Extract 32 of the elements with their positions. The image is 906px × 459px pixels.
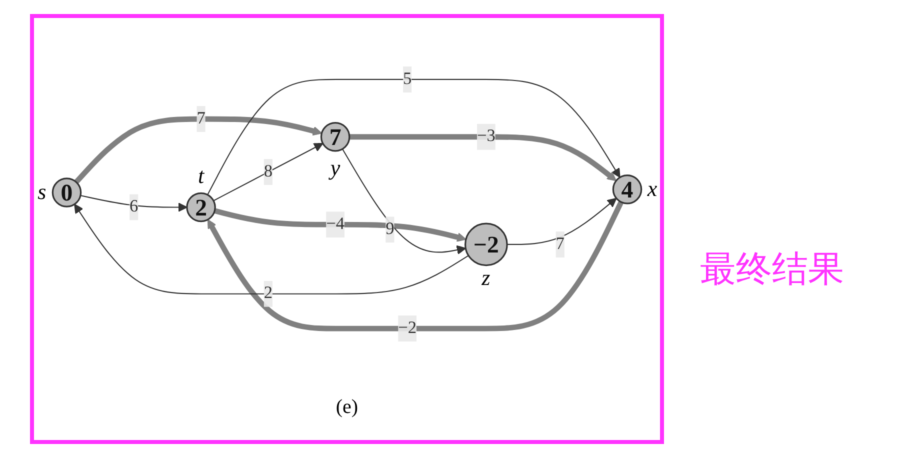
edge-label: 8 <box>264 162 273 181</box>
arrow <box>207 78 620 196</box>
edge-label: 7 <box>196 109 206 128</box>
edge-label: −4 <box>326 214 345 234</box>
arrow <box>349 134 617 182</box>
node-circle <box>464 222 508 266</box>
arrow <box>507 198 617 245</box>
arrow <box>213 142 324 202</box>
node-circle <box>52 178 82 208</box>
edge-label: −2 <box>398 318 417 338</box>
edge-label: −3 <box>476 127 496 146</box>
node-name: z <box>482 265 490 292</box>
node-circle <box>612 174 642 204</box>
arrow <box>207 200 624 332</box>
arrow <box>74 204 469 294</box>
edge-label: 6 <box>130 198 138 216</box>
annotation-text: 最终结果 <box>700 248 844 292</box>
node-circle <box>186 192 216 222</box>
arrow <box>80 194 188 212</box>
arrow <box>214 208 466 242</box>
node-name: t <box>198 163 204 190</box>
edge-label: 9 <box>386 220 394 238</box>
edge-label: 7 <box>556 234 564 254</box>
arrow <box>74 116 322 184</box>
arrow <box>342 148 466 255</box>
edge-label: 5 <box>403 70 412 88</box>
edge-label: 2 <box>264 284 273 303</box>
node-name: y <box>330 154 340 181</box>
node-name: s <box>38 179 46 206</box>
node-circle <box>320 122 350 152</box>
figure-caption: (e) <box>336 396 358 419</box>
node-name: x <box>647 176 658 202</box>
